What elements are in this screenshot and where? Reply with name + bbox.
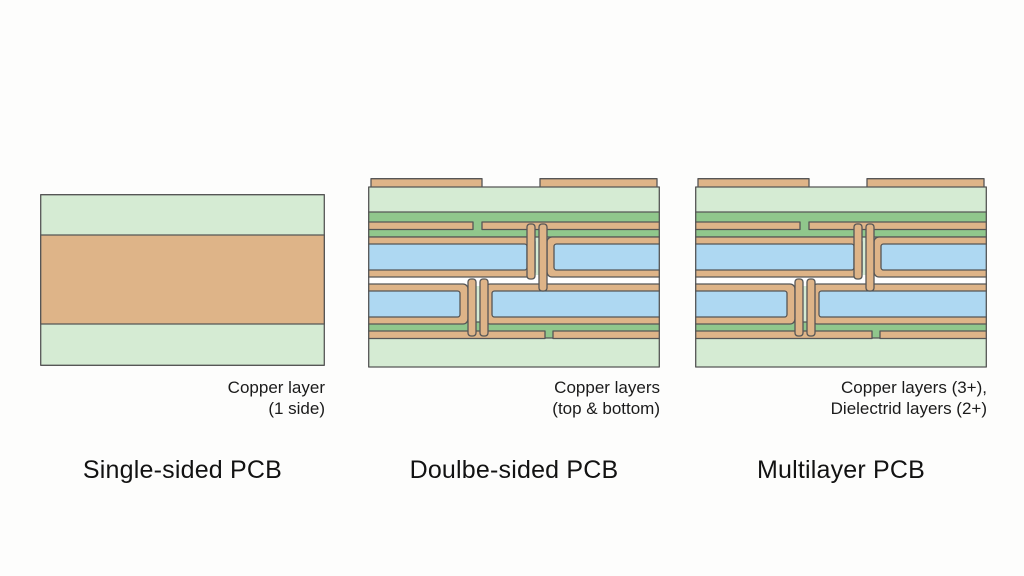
- multilayer-pcb-diagram: [695, 178, 987, 368]
- caption-multilayer: Copper layers (3+), Dielectrid layers (2…: [695, 377, 987, 419]
- caption-line: Dielectrid layers (2+): [830, 399, 987, 418]
- caption-line: Copper layers: [554, 378, 660, 397]
- panel-single-sided: Copper layer (1 side) Single-sided PCB: [40, 194, 325, 485]
- panel-double-sided: Copper layers (top & bottom) Doulbe-side…: [368, 178, 660, 485]
- caption-line: (top & bottom): [552, 399, 660, 418]
- caption-double-sided: Copper layers (top & bottom): [368, 377, 660, 419]
- caption-single-sided: Copper layer (1 side): [40, 377, 325, 419]
- panel-multilayer: Copper layers (3+), Dielectrid layers (2…: [695, 178, 987, 485]
- single-sided-pcb-diagram: [40, 194, 325, 366]
- double-sided-pcb-diagram: [368, 178, 660, 368]
- panel-title-double-sided: Doulbe-sided PCB: [409, 456, 619, 484]
- caption-line: Copper layers (3+),: [841, 378, 987, 397]
- panel-title-multilayer: Multilayer PCB: [756, 456, 926, 484]
- caption-line: Copper layer: [227, 378, 325, 397]
- panel-title-single-sided: Single-sided PCB: [82, 456, 283, 484]
- caption-line: (1 side): [268, 399, 325, 418]
